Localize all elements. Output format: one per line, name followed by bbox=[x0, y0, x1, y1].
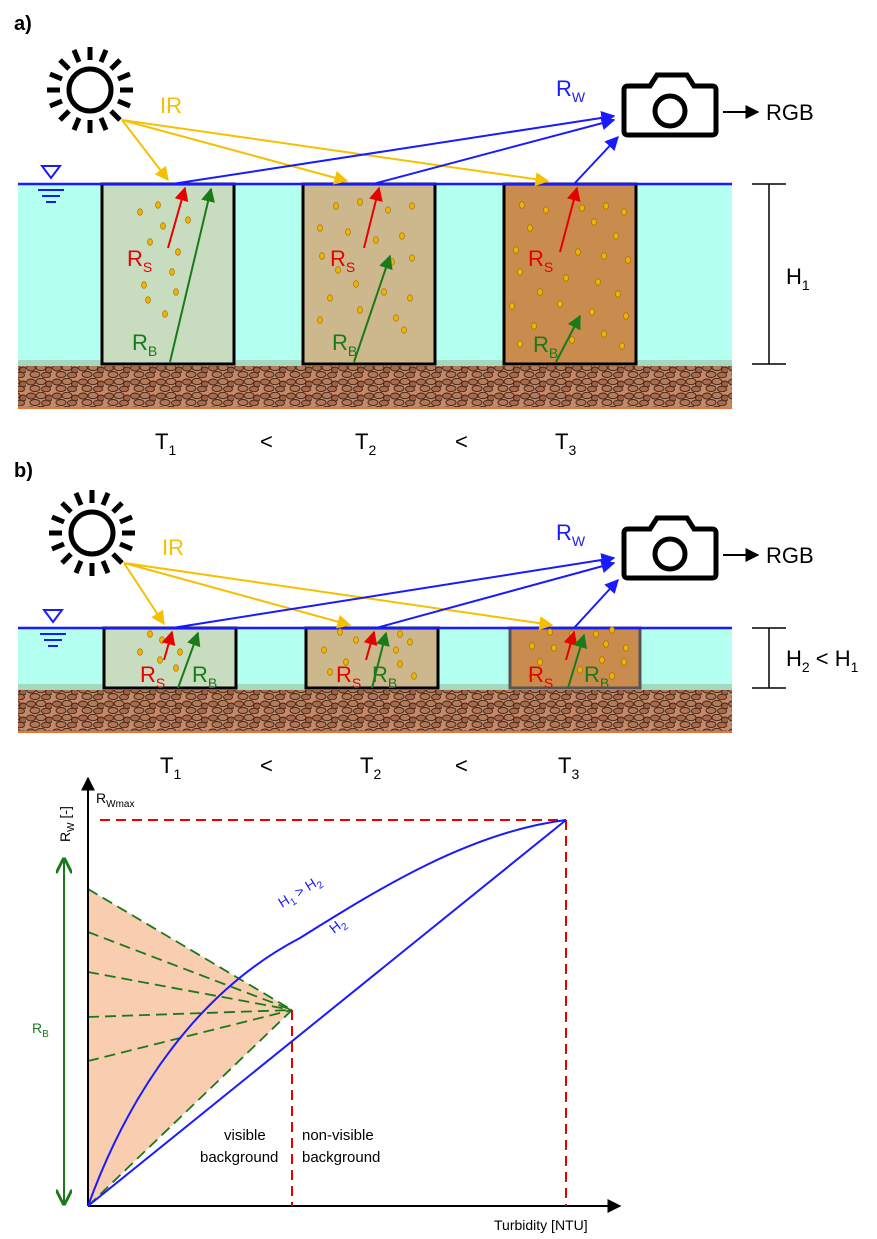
sun-icon bbox=[47, 47, 133, 133]
rwmax-label: RWmax bbox=[96, 790, 134, 810]
rb-label-b-2: RB bbox=[372, 662, 397, 691]
rs-label-a-3: RS bbox=[528, 246, 553, 275]
water-level-icon bbox=[38, 165, 64, 203]
sample-box-2-a bbox=[301, 182, 437, 366]
rs-label-b-3: RS bbox=[528, 662, 553, 691]
ir-rays-b bbox=[123, 562, 554, 631]
curve-h2-label: H2 bbox=[326, 914, 351, 940]
water-level-icon bbox=[40, 609, 66, 647]
height-bracket-a bbox=[752, 183, 786, 365]
particles-b bbox=[137, 626, 629, 680]
x-axis-label: Turbidity [NTU] bbox=[494, 1217, 588, 1233]
background-reflectance-lines bbox=[87, 888, 293, 1207]
rb-label-b-1: RB bbox=[192, 662, 217, 691]
panel-a: a) IR RGB RW bbox=[14, 13, 814, 458]
sample-box-1-a bbox=[100, 182, 236, 366]
visible-background-region bbox=[88, 889, 292, 1206]
height-label-b: H2 < H1 bbox=[786, 646, 859, 675]
rw-label-b: RW bbox=[556, 520, 586, 549]
turbidity-label-b-1: T1 bbox=[160, 753, 181, 782]
panel-b: b) IR RGB RW bbox=[14, 460, 859, 782]
turbidity-label-a-1: T1 bbox=[155, 429, 176, 458]
camera-icon bbox=[621, 72, 719, 138]
curve-h2 bbox=[87, 819, 567, 1207]
rb-label-a-2: RB bbox=[332, 330, 357, 359]
turbidity-label-b-2: T2 bbox=[360, 753, 381, 782]
camera-icon bbox=[621, 515, 719, 581]
rb-range-label: RB bbox=[32, 1020, 49, 1040]
rs-rays-b bbox=[161, 630, 578, 661]
rs-label-a-1: RS bbox=[127, 246, 152, 275]
nonvisible-background-label-2: background bbox=[302, 1149, 380, 1166]
axes bbox=[81, 776, 622, 1213]
visible-background-label-1: visible bbox=[224, 1127, 266, 1144]
rw-label-a: RW bbox=[556, 76, 586, 105]
visible-background-label-2: background bbox=[200, 1149, 278, 1166]
panel-a-label: a) bbox=[14, 13, 32, 35]
height-label-a: H1 bbox=[786, 264, 810, 293]
rb-rays-a bbox=[169, 187, 581, 363]
nonvisible-background-label-1: non-visible bbox=[302, 1127, 374, 1144]
rs-rays-a bbox=[167, 186, 581, 253]
rb-rays-b bbox=[177, 631, 588, 689]
rb-label-a-3: RB bbox=[533, 332, 558, 361]
particles-a bbox=[137, 198, 631, 350]
curve-h1-gt-h2 bbox=[87, 819, 567, 1207]
rgb-label-b: RGB bbox=[766, 543, 814, 568]
turbidity-label-b-3: T3 bbox=[558, 753, 579, 782]
sun-icon bbox=[49, 490, 135, 576]
riverbed-a bbox=[18, 366, 732, 408]
rb-label-b-3: RB bbox=[584, 662, 609, 691]
turbidity-label-a-3: T3 bbox=[555, 429, 576, 458]
curve-h1-label: H1 > H2 bbox=[275, 872, 326, 914]
reference-lines bbox=[100, 819, 567, 1206]
rw-rays-b bbox=[171, 553, 619, 629]
less-than-b-1: < bbox=[260, 753, 273, 778]
panel-b-label: b) bbox=[14, 460, 33, 482]
less-than-b-2: < bbox=[455, 753, 468, 778]
rs-label-a-2: RS bbox=[330, 246, 355, 275]
less-than-a-2: < bbox=[455, 429, 468, 454]
turbidity-label-a-2: T2 bbox=[355, 429, 376, 458]
ir-rays-a bbox=[121, 119, 550, 187]
less-than-a-1: < bbox=[260, 429, 273, 454]
ir-label-a: IR bbox=[160, 93, 182, 118]
ir-label-b: IR bbox=[162, 535, 184, 560]
riverbed-b bbox=[18, 690, 732, 732]
rs-label-b-1: RS bbox=[140, 662, 165, 691]
rs-label-b-2: RS bbox=[336, 662, 361, 691]
height-bracket-b bbox=[752, 627, 786, 689]
rw-rays-a bbox=[171, 110, 619, 185]
y-axis-label: RW [-] bbox=[57, 806, 77, 842]
rgb-label-a: RGB bbox=[766, 100, 814, 125]
graph-rw-vs-turbidity: RB RW [-] RWmax Turbidity [NTU] H1 > H2 … bbox=[32, 776, 622, 1233]
rb-label-a-1: RB bbox=[132, 330, 157, 359]
